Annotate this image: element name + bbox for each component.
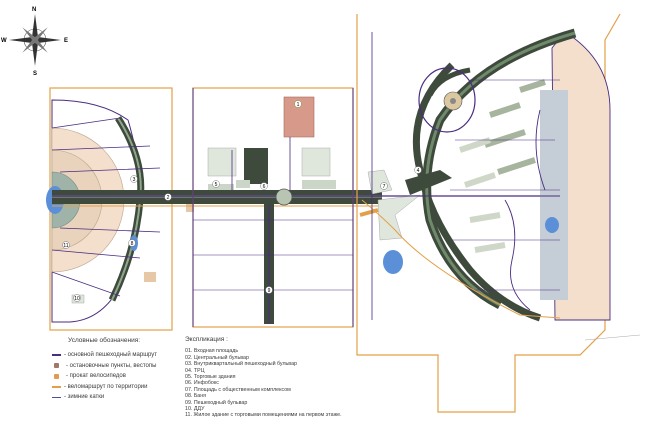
bike-rental-swatch <box>54 373 59 379</box>
explication-item: 04. ТРЦ <box>185 367 205 374</box>
legend-item-bike-rental: - прокат велосипедов <box>52 371 172 382</box>
compass-rose-icon: N S W E <box>1 7 68 77</box>
legend-item-stops: - остановочные пункты, вестопы <box>52 361 172 372</box>
explication-item: 03. Внутриквартальный пешеходный бульвар <box>185 361 297 368</box>
compass-west-label: W <box>1 38 7 44</box>
legend-item-bike-route: - веломаршрут по территории <box>52 382 172 393</box>
explication-item: 02. Центральный бульвар <box>185 354 249 361</box>
svg-text:11: 11 <box>63 243 68 249</box>
svg-text:9: 9 <box>268 288 271 294</box>
legend-item-ice-rinks: - зимние катки <box>52 392 172 403</box>
legend: Условные обозначения: - основной пешеход… <box>52 337 172 403</box>
svg-text:5: 5 <box>215 182 218 188</box>
marker-8: 8 <box>128 239 136 247</box>
explication-item: 10. ДДУ <box>185 406 205 413</box>
compass-east-label: E <box>64 38 68 44</box>
explication-item: 09. Пешеходный бульвар <box>185 399 248 406</box>
svg-text:4: 4 <box>417 168 420 174</box>
central-boulevard <box>52 190 560 207</box>
marker-7: 7 <box>380 182 388 190</box>
svg-text:7: 7 <box>383 184 386 190</box>
svg-text:6: 6 <box>263 184 266 190</box>
svg-text:10: 10 <box>74 296 80 302</box>
explication-item: 01. Входная площадь <box>185 348 239 355</box>
marker-3: 3 <box>130 175 138 183</box>
marker-5: 5 <box>212 180 220 188</box>
explication-item: 07. Площадь с общественным комплексом <box>185 386 291 393</box>
compass-north-label: N <box>32 7 36 13</box>
marker-2: 2 <box>164 193 172 201</box>
block-central <box>192 87 354 328</box>
marker-11: 11 <box>62 241 70 249</box>
explication: Экспликация : 01. Входная площадь 02. Це… <box>185 336 385 419</box>
main-route-swatch <box>52 354 61 357</box>
marker-1: 1 <box>294 100 302 108</box>
legend-title: Условные обозначения: <box>68 337 141 344</box>
plan-markers: 1 2 3 4 5 6 7 8 9 10 11 <box>62 100 422 302</box>
block-west <box>46 87 194 331</box>
marker-4: 4 <box>414 166 422 174</box>
legend-item-main-route: - основной пешеходный маршрут <box>52 350 172 361</box>
svg-text:1: 1 <box>297 102 300 108</box>
explication-item: 06. Инфобокс <box>185 380 219 387</box>
explication-title: Экспликация : <box>185 336 228 343</box>
ice-rink-swatch <box>52 396 61 398</box>
compass-south-label: S <box>33 71 37 77</box>
explication-item: 08. Баня <box>185 393 207 400</box>
stop-swatch <box>54 363 59 369</box>
svg-text:2: 2 <box>167 195 170 201</box>
explication-item: 11. Жилое здание с торговыми помещениями… <box>185 412 342 419</box>
svg-text:3: 3 <box>133 177 136 183</box>
explication-item: 05. Торговые здания <box>185 374 236 381</box>
svg-text:8: 8 <box>131 241 134 247</box>
marker-6: 6 <box>260 182 268 190</box>
bike-route-swatch <box>52 385 61 388</box>
block-east <box>356 13 641 413</box>
marker-10: 10 <box>73 294 81 302</box>
marker-9: 9 <box>265 286 273 294</box>
